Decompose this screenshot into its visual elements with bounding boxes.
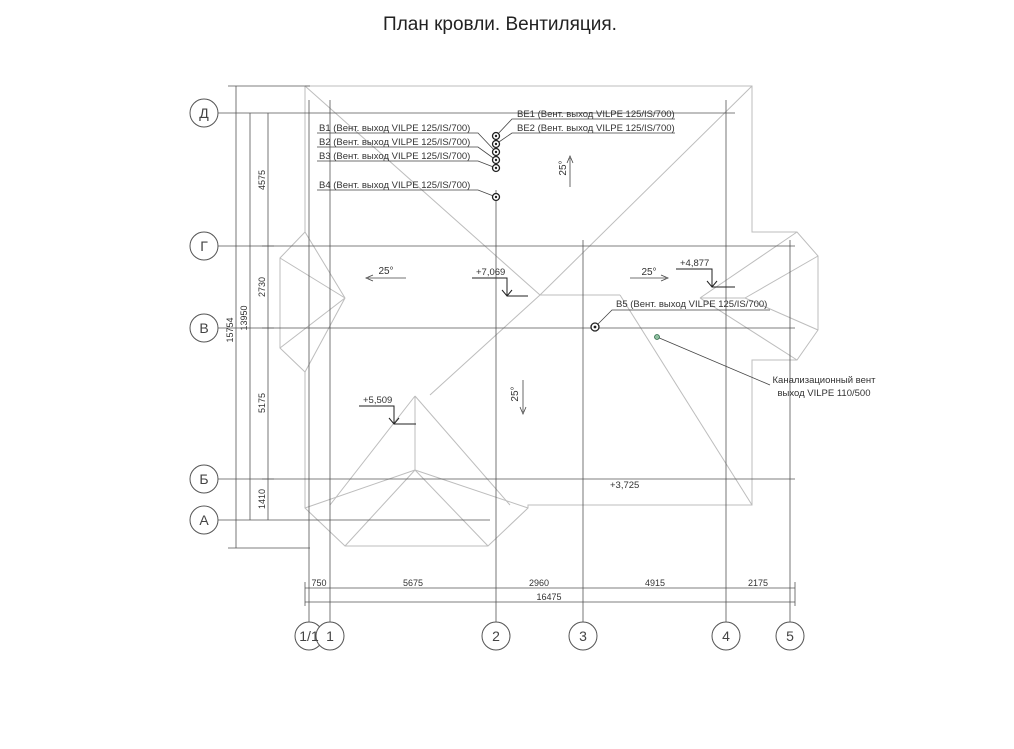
elevation-2: +4,877: [680, 258, 709, 269]
dim-bottom-5: 2175: [748, 578, 768, 588]
axis-row-1: Д: [199, 105, 209, 121]
dim-left-inner-3: 5175: [257, 393, 267, 413]
vent-leaders: [317, 118, 771, 386]
sewer-vent-symbol: [654, 334, 660, 340]
slope-2: 25°: [378, 266, 393, 277]
elevation-4: +3,725: [610, 480, 639, 491]
label-be1: ВЕ1 (Вент. выход VILPE 125/IS/700): [517, 109, 675, 120]
label-b4: В4 (Вент. выход VILPE 125/IS/700): [319, 180, 470, 191]
vent-symbol-centers: [494, 134, 597, 329]
dim-left-outer: 15754: [225, 317, 235, 342]
dim-bottom-4: 4915: [645, 578, 665, 588]
label-b1: В1 (Вент. выход VILPE 125/IS/700): [319, 123, 470, 134]
label-b3: В3 (Вент. выход VILPE 125/IS/700): [319, 151, 470, 162]
page-title: План кровли. Вентиляция.: [383, 14, 617, 35]
dim-left-inner-1: 4575: [257, 170, 267, 190]
slope-4: 25°: [510, 386, 521, 401]
slope-3: 25°: [641, 267, 656, 278]
dim-left-inner-2: 2730: [257, 277, 267, 297]
elevation-3: +5,509: [363, 395, 392, 406]
elevation-1: +7,069: [476, 267, 505, 278]
bottom-dimensions: [304, 582, 796, 606]
axis-row-5: А: [199, 512, 209, 528]
axis-col-3: 2: [492, 628, 500, 644]
elevation-marks: [359, 268, 735, 425]
axis-col-4: 3: [579, 628, 587, 644]
dim-left-inner-4: 1410: [257, 489, 267, 509]
column-axis-bubbles: [294, 621, 805, 651]
row-axis-bubbles: [189, 98, 219, 535]
axis-row-3: В: [199, 320, 208, 336]
label-sewer-line2: выход VILPE 110/500: [778, 388, 871, 399]
label-sewer-line1: Канализационный вент: [773, 375, 877, 386]
left-dimensions: [228, 85, 310, 549]
axis-row-2: Г: [200, 238, 208, 254]
grid-lines: [218, 100, 795, 622]
dim-bottom-total: 16475: [536, 592, 561, 602]
axis-row-4: Б: [199, 471, 208, 487]
dim-bottom-2: 5675: [403, 578, 423, 588]
axis-col-1: 1/1: [299, 628, 319, 644]
label-be2: ВЕ2 (Вент. выход VILPE 125/IS/700): [517, 123, 675, 134]
slope-1: 25°: [558, 160, 569, 175]
dim-bottom-3: 2960: [529, 578, 549, 588]
label-b2: В2 (Вент. выход VILPE 125/IS/700): [319, 137, 470, 148]
axis-col-5: 4: [722, 628, 730, 644]
axis-col-6: 5: [786, 628, 794, 644]
label-b5: В5 (Вент. выход VILPE 125/IS/700): [616, 299, 767, 310]
slope-arrows: [364, 154, 670, 416]
axis-col-2: 1: [326, 628, 334, 644]
dim-bottom-1: 750: [311, 578, 326, 588]
dim-left-mid: 13950: [239, 305, 249, 330]
